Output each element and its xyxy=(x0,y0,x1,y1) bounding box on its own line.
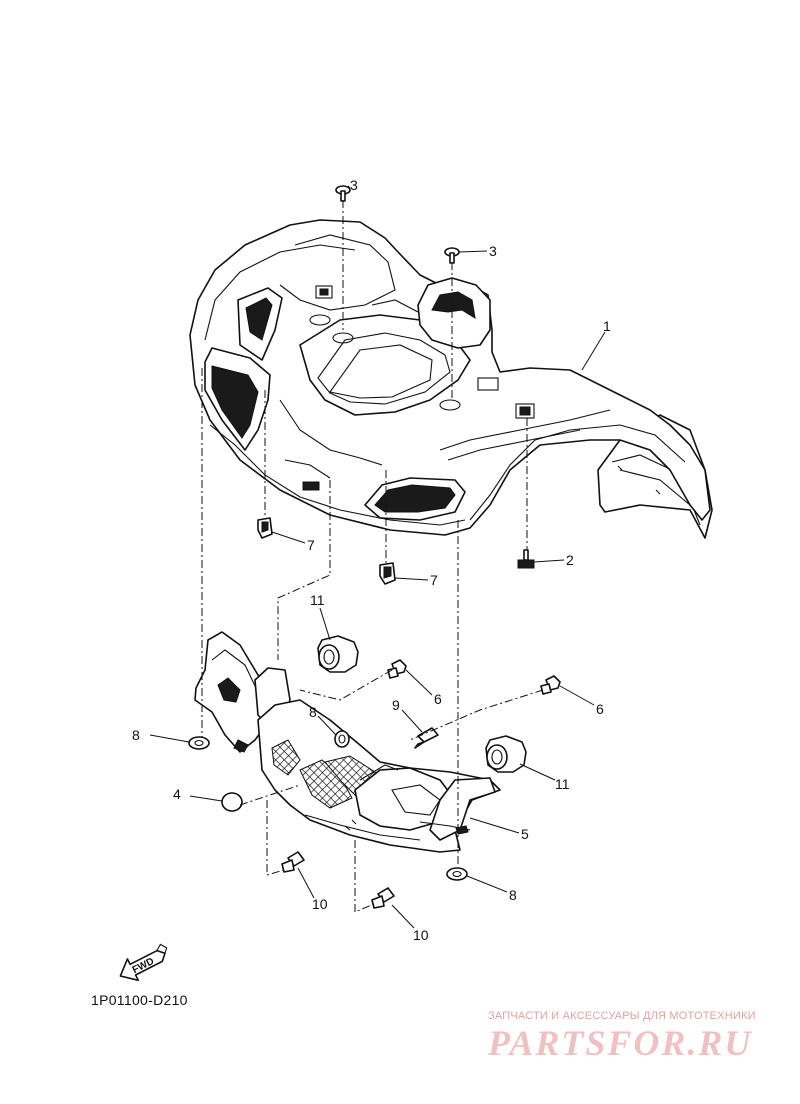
callout-9: 9 xyxy=(392,697,400,713)
washer-8-right xyxy=(446,867,468,881)
callout-3: 3 xyxy=(489,243,497,259)
callout-6: 6 xyxy=(434,691,442,707)
callout-2: 2 xyxy=(566,552,574,568)
callout-7: 7 xyxy=(307,537,315,553)
cap-4 xyxy=(221,792,243,812)
assembly-lines xyxy=(201,200,544,913)
bolt-10-right xyxy=(371,887,395,909)
clip-7-left xyxy=(257,517,273,539)
callout-leaders xyxy=(149,185,606,929)
callout-10: 10 xyxy=(312,896,328,912)
washer-8-left xyxy=(188,736,210,750)
callout-4: 4 xyxy=(173,786,181,802)
screw-6-right xyxy=(540,675,561,695)
callout-11: 11 xyxy=(310,592,325,608)
grommet-11-upper xyxy=(317,635,359,673)
washer-8-middle xyxy=(334,730,350,748)
callout-1: 1 xyxy=(603,318,611,334)
bolt-2 xyxy=(517,549,535,569)
screw-3-right xyxy=(444,247,460,264)
screw-3-left xyxy=(335,185,351,202)
fwd-arrow: FWD xyxy=(119,943,168,982)
callout-3: 3 xyxy=(350,177,358,193)
fwd-label: FWD xyxy=(131,956,156,976)
grommet-11-lower xyxy=(485,735,527,773)
front-fender xyxy=(189,219,713,539)
diagram-code: 1P01100-D210 xyxy=(91,992,188,1008)
callout-6: 6 xyxy=(596,701,604,717)
watermark-logo: PARTSFOR.RU xyxy=(488,1023,753,1063)
bolt-10-left xyxy=(281,851,305,873)
forward-arrow-icon xyxy=(119,949,166,982)
callout-7: 7 xyxy=(430,572,438,588)
screw-6-left xyxy=(387,659,407,679)
callout-8: 8 xyxy=(132,727,140,743)
clip-7-right xyxy=(379,562,396,585)
callout-8: 8 xyxy=(509,887,517,903)
callout-5: 5 xyxy=(521,826,529,842)
rivet-9 xyxy=(414,727,439,749)
callout-11: 11 xyxy=(555,776,570,792)
watermark-caption: ЗАПЧАСТИ И АКСЕССУАРЫ ДЛЯ МОТОТЕХНИКИ xyxy=(488,1010,756,1022)
callout-10: 10 xyxy=(413,927,429,943)
callout-8: 8 xyxy=(309,704,317,720)
callout-labels: 1 2 3 3 4 5 6 6 7 7 8 8 8 9 10 10 11 11 xyxy=(132,177,611,943)
front-grille-guard xyxy=(194,631,501,853)
